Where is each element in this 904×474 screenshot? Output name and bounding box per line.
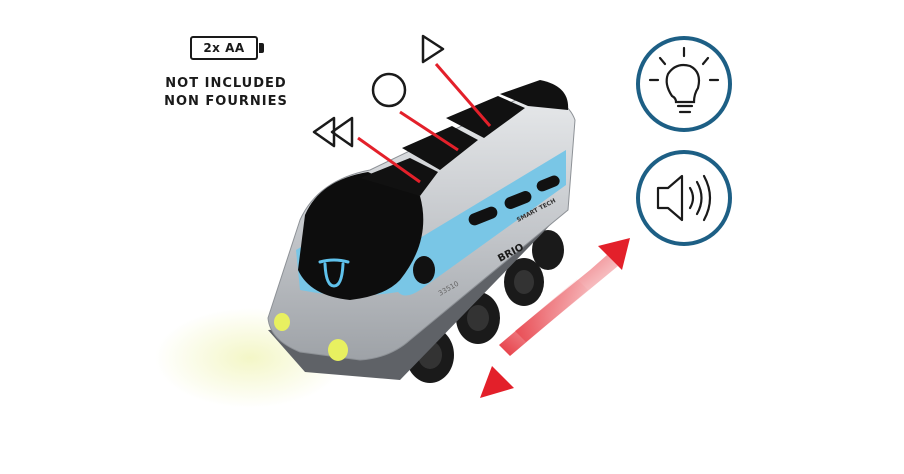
light-feature bbox=[636, 36, 732, 132]
button-play bbox=[446, 96, 525, 138]
callout-lines bbox=[357, 63, 492, 184]
callout-play bbox=[434, 63, 492, 127]
battery-icon: 2x AA bbox=[190, 36, 264, 60]
brio-logo-icon bbox=[318, 258, 350, 288]
battery-note-french: NON FOURNIES bbox=[164, 94, 288, 109]
button-reverse bbox=[360, 158, 438, 196]
window bbox=[536, 175, 560, 192]
battery-label: 2x AA bbox=[203, 41, 245, 55]
callout-stop bbox=[399, 110, 459, 152]
door-window bbox=[413, 256, 435, 284]
side-windows bbox=[413, 175, 560, 284]
battery-note-english: NOT INCLUDED bbox=[165, 76, 287, 91]
window bbox=[504, 191, 532, 209]
light-bulb-icon bbox=[648, 46, 720, 114]
headlight bbox=[328, 339, 348, 361]
arrow-head-back bbox=[480, 366, 514, 398]
reverse-icon bbox=[312, 116, 354, 148]
button-stop bbox=[402, 126, 478, 170]
bidirectional-arrow-icon bbox=[480, 238, 630, 398]
arrow-head-forward bbox=[598, 238, 630, 270]
wheel bbox=[532, 230, 564, 270]
sound-feature bbox=[636, 150, 732, 246]
feature-ring bbox=[636, 150, 732, 246]
roof-buttons bbox=[360, 80, 569, 196]
play-icon bbox=[421, 34, 445, 64]
stop-circle-icon bbox=[371, 72, 407, 108]
cab-nose bbox=[298, 172, 424, 300]
callout-reverse bbox=[357, 136, 421, 184]
speaker-icon bbox=[656, 174, 712, 222]
window bbox=[468, 206, 498, 226]
headlight bbox=[274, 313, 290, 331]
feature-ring bbox=[636, 36, 732, 132]
